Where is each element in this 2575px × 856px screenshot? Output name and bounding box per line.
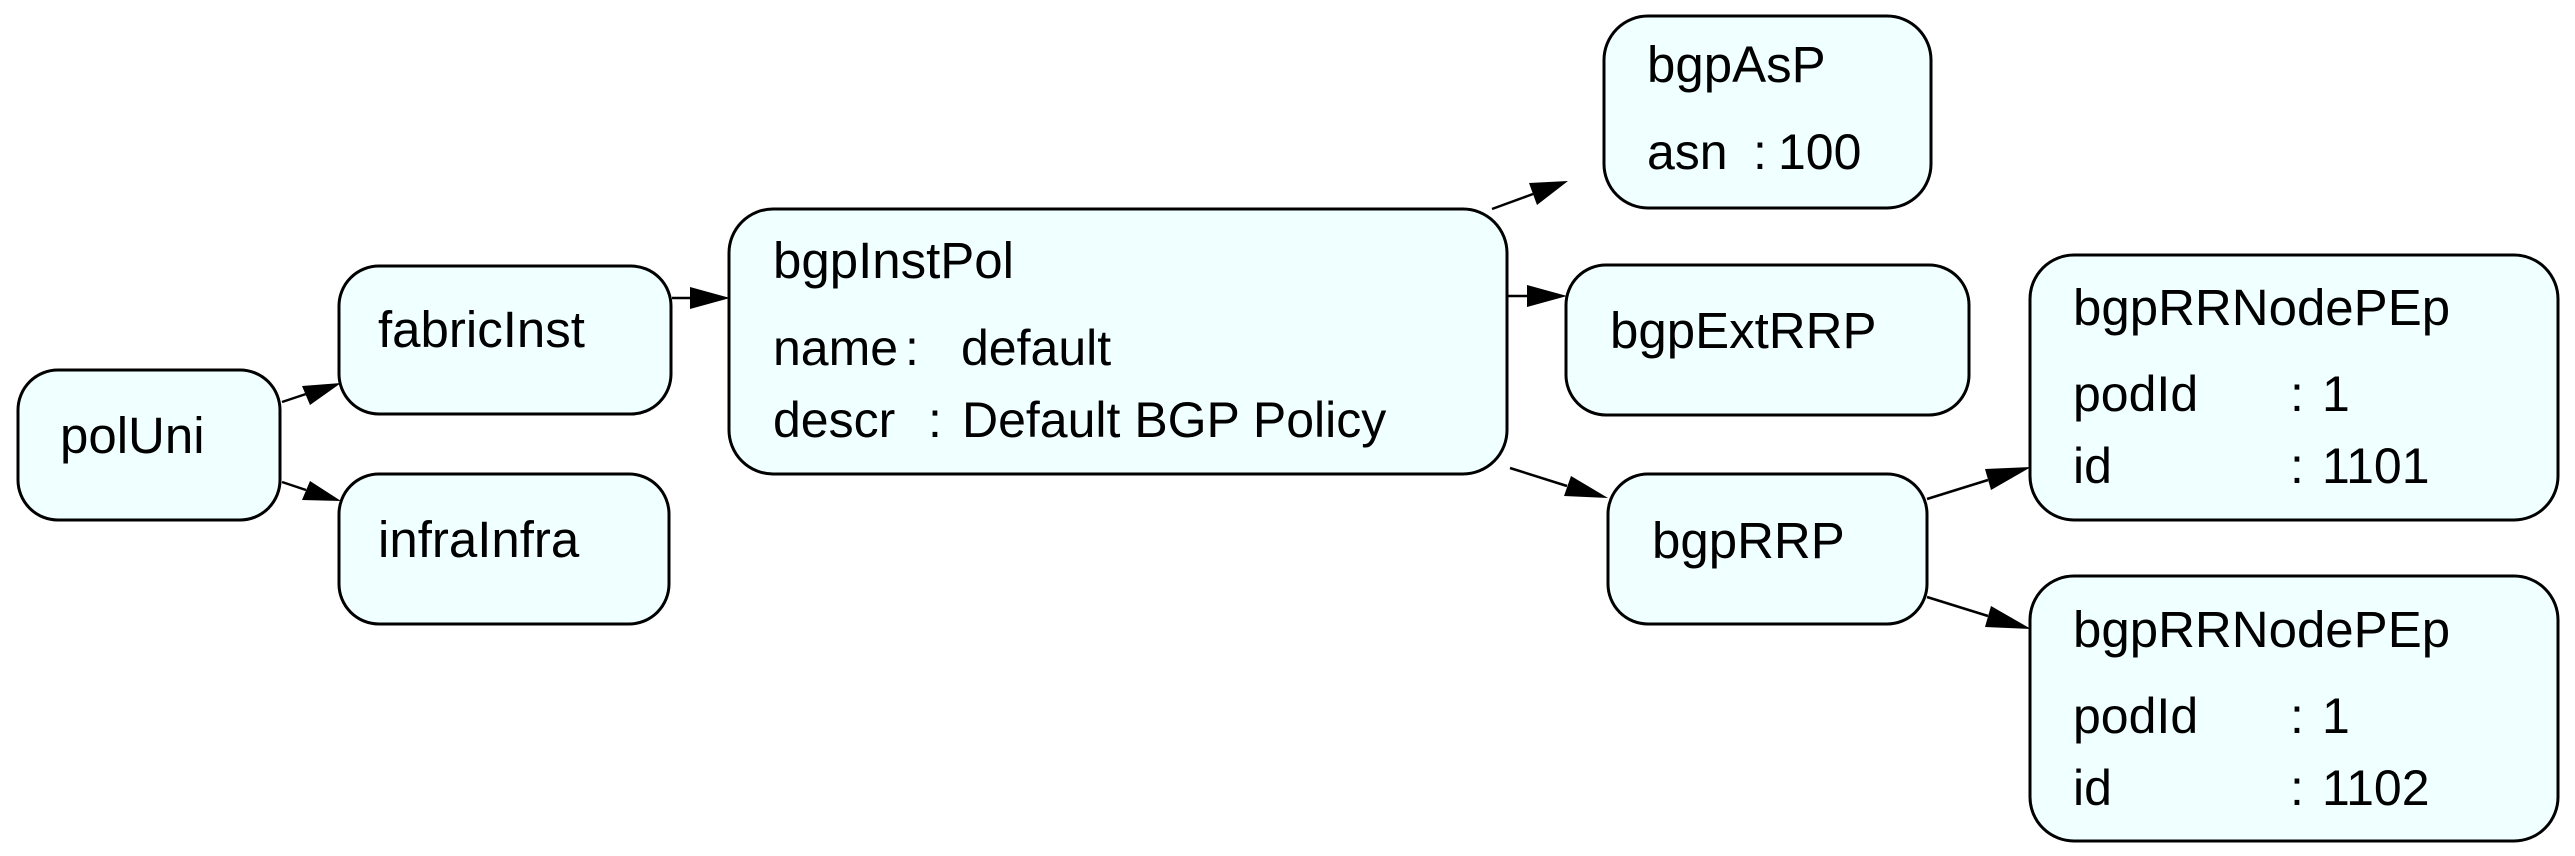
- edge-bgpRRP-bgpRRNodePEp2: [1926, 595, 2031, 629]
- node-title: bgpRRP: [1652, 512, 1845, 569]
- node-title: bgpExtRRP: [1610, 302, 1876, 359]
- attr-value: 1101: [2322, 438, 2430, 494]
- node-bgpRRP: bgpRRP: [1606, 472, 1929, 626]
- attr-value: 1102: [2322, 760, 2430, 816]
- node-title: fabricInst: [378, 301, 585, 358]
- attr-separator: :: [2290, 688, 2304, 744]
- node-bgpInstPol: bgpInstPol name : default descr : Defaul…: [727, 207, 1509, 476]
- attr-key: podId: [2073, 366, 2198, 422]
- node-bgpExtRRP: bgpExtRRP: [1564, 263, 1971, 417]
- edge-bgpInstPol-bgpAsP: [1491, 181, 1568, 211]
- attr-separator: :: [2290, 760, 2304, 816]
- attr-value: 100: [1778, 124, 1861, 180]
- attr-separator: :: [2290, 366, 2304, 422]
- attr-value: 1: [2322, 688, 2350, 744]
- node-title: bgpAsP: [1647, 36, 1826, 93]
- node-fabricInst: fabricInst: [337, 264, 673, 416]
- attr-value: Default BGP Policy: [962, 392, 1386, 448]
- attr-key: name: [773, 320, 898, 376]
- edge-bgpInstPol-bgpRRP: [1509, 466, 1608, 498]
- attr-key: id: [2073, 760, 2112, 816]
- attr-value: 1: [2322, 366, 2350, 422]
- attr-value: default: [961, 320, 1111, 376]
- attr-key: descr: [773, 392, 895, 448]
- node-bgpAsP: bgpAsP asn : 100: [1602, 14, 1933, 210]
- edge-bgpRRP-bgpRRNodePEp1: [1926, 467, 2031, 501]
- edge-polUni-infraInfra: [281, 480, 341, 501]
- edges: [281, 181, 2031, 629]
- node-bgpRRNodePEp-1102: bgpRRNodePEp podId : 1 id : 1102: [2028, 574, 2560, 843]
- edge-fabricInst-bgpInstPol: [672, 287, 730, 309]
- edge-polUni-fabricInst: [281, 383, 341, 405]
- node-title: infraInfra: [378, 511, 580, 568]
- attr-separator: :: [928, 392, 942, 448]
- node-polUni: polUni: [16, 368, 282, 522]
- node-title: bgpRRNodePEp: [2073, 601, 2450, 658]
- attr-key: id: [2073, 438, 2112, 494]
- attr-separator: :: [905, 320, 919, 376]
- node-title: bgpInstPol: [773, 232, 1014, 289]
- node-infraInfra: infraInfra: [337, 472, 671, 626]
- edge-bgpInstPol-bgpExtRRP: [1508, 285, 1567, 307]
- node-title: polUni: [60, 407, 205, 464]
- attr-key: asn: [1647, 124, 1728, 180]
- attr-separator: :: [1753, 124, 1767, 180]
- node-bgpRRNodePEp-1101: bgpRRNodePEp podId : 1 id : 1101: [2028, 253, 2560, 522]
- attr-key: podId: [2073, 688, 2198, 744]
- attr-separator: :: [2290, 438, 2304, 494]
- node-title: bgpRRNodePEp: [2073, 279, 2450, 336]
